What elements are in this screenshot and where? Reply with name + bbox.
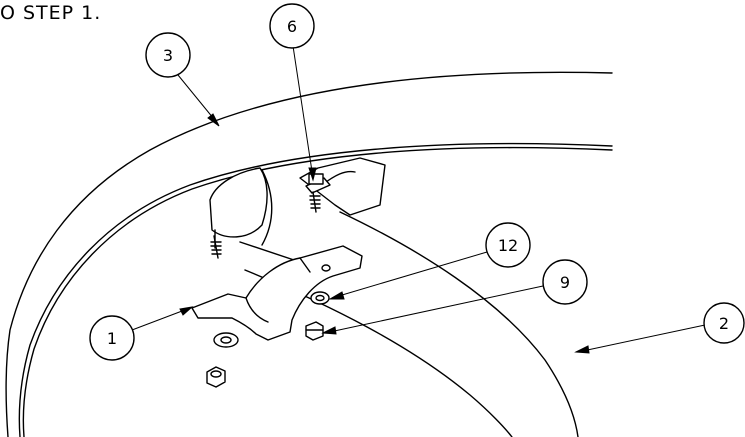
balloon-2-label: 2: [719, 314, 729, 333]
front-clamp-part-1: [191, 245, 363, 341]
balloon-3-label: 3: [163, 46, 173, 65]
fender-part-3: [5, 71, 613, 437]
balloon-9: 9: [542, 259, 588, 305]
upper-clamp-bracket: [209, 157, 386, 263]
balloon-2: 2: [703, 302, 745, 344]
balloon-3: 3: [145, 32, 191, 78]
balloon-9-label: 9: [560, 273, 570, 292]
nut-part-9: [305, 321, 324, 341]
bolt-part-6: [305, 173, 331, 213]
leader-lines: [131, 45, 706, 354]
stud-upper-left: [210, 235, 222, 259]
balloon-6: 6: [269, 3, 315, 49]
balloon-6-label: 6: [287, 17, 297, 36]
balloon-1: 1: [89, 315, 135, 361]
loose-washer: [213, 332, 239, 348]
step-title: O STEP 1.: [0, 2, 102, 24]
balloon-12-label: 12: [498, 236, 518, 255]
balloon-1-label: 1: [107, 329, 117, 348]
balloon-12: 12: [485, 222, 531, 268]
loose-nut: [206, 366, 226, 388]
